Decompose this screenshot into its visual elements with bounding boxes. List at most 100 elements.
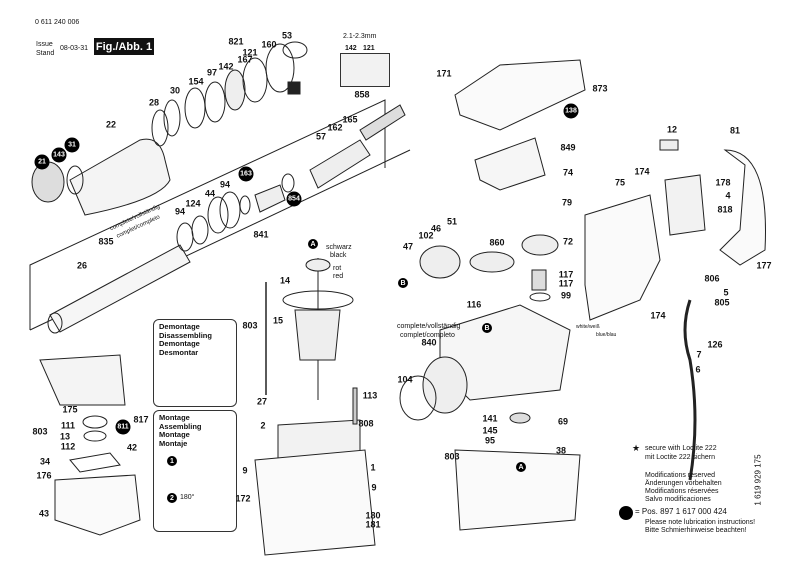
part-callout-145: 145 xyxy=(482,425,498,436)
part-callout-835: 835 xyxy=(98,236,114,247)
handle-guard-849 xyxy=(474,137,546,191)
lubrication-dot-icon xyxy=(619,506,633,520)
disassembly-lines: Demontage Disassembling Demontage Desmon… xyxy=(154,320,236,358)
part-callout-104: 104 xyxy=(397,374,413,385)
part-callout-154: 154 xyxy=(188,76,204,87)
part-callout-821: 821 xyxy=(228,36,244,47)
power-cord xyxy=(683,299,697,481)
issue-label: Issue xyxy=(36,41,53,48)
top-cover-873 xyxy=(454,59,586,131)
complete-note-line2: complet/completo xyxy=(400,332,455,339)
step-2-marker: 2 xyxy=(167,493,177,503)
tool-holder-body xyxy=(69,138,171,216)
part-callout-81: 81 xyxy=(729,125,741,136)
part-callout-141: 141 xyxy=(482,413,498,424)
spindle-rings xyxy=(176,191,251,252)
part-callout-95: 95 xyxy=(484,435,496,446)
striker xyxy=(254,184,286,213)
part-callout-51: 51 xyxy=(446,216,458,227)
wire-color-blue: blue/blau xyxy=(596,332,617,338)
part-callout-174: 174 xyxy=(634,166,650,177)
part-callout-180: 180 xyxy=(365,510,381,521)
inset-part-121: 121 xyxy=(363,45,375,52)
part-callout-47: 47 xyxy=(402,241,414,252)
rotation-angle: 180° xyxy=(180,494,195,501)
part-callout-171: 171 xyxy=(436,68,452,79)
part-callout-14: 14 xyxy=(279,275,291,286)
part-callout-177: 177 xyxy=(756,260,772,271)
loctite-note-de: mit Loctite 222 sichern xyxy=(645,454,716,461)
part-callout-69: 69 xyxy=(557,416,569,427)
lubrication-callout-31: 31 xyxy=(64,137,80,153)
part-callout-808: 808 xyxy=(358,418,374,429)
part-callout-178: 178 xyxy=(715,177,731,188)
wire-color-white: white/weiß xyxy=(576,324,600,330)
part-callout-28: 28 xyxy=(148,97,160,108)
part-callout-102: 102 xyxy=(418,230,434,241)
seal-141 xyxy=(509,412,531,424)
part-callout-13: 13 xyxy=(59,431,71,442)
part-callout-6: 6 xyxy=(695,364,701,375)
o-ring-104 xyxy=(399,375,437,421)
spring-part xyxy=(287,81,301,95)
reference-marker-a: A xyxy=(308,239,318,249)
part-callout-34: 34 xyxy=(39,456,51,467)
lubrication-callout-854: 854 xyxy=(286,191,302,207)
part-callout-111: 111 xyxy=(60,420,76,431)
part-callout-873: 873 xyxy=(592,83,608,94)
part-callout-165: 165 xyxy=(342,114,358,125)
reference-marker-a: A xyxy=(516,462,526,472)
part-callout-806: 806 xyxy=(704,273,720,284)
part-callout-803: 803 xyxy=(444,451,460,462)
part-callout-172: 172 xyxy=(235,493,251,504)
part-callout-22: 22 xyxy=(105,119,117,130)
part-callout-38: 38 xyxy=(555,445,567,456)
clutch-46 xyxy=(419,245,461,279)
piston xyxy=(309,139,371,189)
gear-860 xyxy=(469,251,515,273)
part-callout-805: 805 xyxy=(714,297,730,308)
part-callout-79: 79 xyxy=(561,197,573,208)
part-callout-160: 160 xyxy=(261,39,277,50)
disassembly-box: Demontage Disassembling Demontage Desmon… xyxy=(153,319,237,407)
part-callout-817: 817 xyxy=(133,414,149,425)
frame-line xyxy=(29,99,386,330)
wire-color-schwarz: schwarz xyxy=(326,244,352,251)
part-callout-112: 112 xyxy=(60,441,76,452)
tube-840 xyxy=(422,356,468,414)
inset-part-142: 142 xyxy=(345,45,357,52)
lubrication-callout-163: 163 xyxy=(238,166,254,182)
fan xyxy=(282,290,354,310)
issue-date: 08-03-31 xyxy=(60,45,89,52)
disassembly-line: Disassembling xyxy=(159,330,212,340)
part-callout-116: 116 xyxy=(466,299,482,310)
handle-75 xyxy=(584,194,661,321)
part-callout-42: 42 xyxy=(126,442,138,453)
part-callout-176: 176 xyxy=(36,470,52,481)
part-callout-30: 30 xyxy=(169,85,181,96)
part-callout-124: 124 xyxy=(185,198,201,209)
part-callout-849: 849 xyxy=(560,142,576,153)
part-callout-99: 99 xyxy=(560,290,572,301)
part-callout-27: 27 xyxy=(256,396,268,407)
assembly-line: Montage xyxy=(159,430,190,440)
part-callout-126: 126 xyxy=(707,339,723,350)
complete-note-line1: complete/vollständig xyxy=(397,323,461,330)
reference-marker-b: B xyxy=(482,323,492,333)
loctite-note-en: secure with Loctite 222 xyxy=(645,445,717,452)
lubrication-callout-21: 21 xyxy=(34,154,50,170)
lubrication-note-en: Please note lubrication instructions! xyxy=(645,519,756,526)
bearing-111 xyxy=(82,415,108,429)
part-callout-142: 142 xyxy=(218,61,234,72)
part-callout-162: 162 xyxy=(327,122,343,133)
gear-72 xyxy=(521,234,559,256)
reference-marker-b: B xyxy=(398,278,408,288)
assembly-line: Montage xyxy=(159,413,190,422)
part-callout-7: 7 xyxy=(696,349,702,360)
part-callout-4: 4 xyxy=(725,190,731,201)
lubrication-callout-138: 138 xyxy=(563,103,579,119)
gasket-34 xyxy=(69,452,121,473)
disassembly-line: Demontage xyxy=(159,339,200,349)
spindle xyxy=(49,244,191,333)
